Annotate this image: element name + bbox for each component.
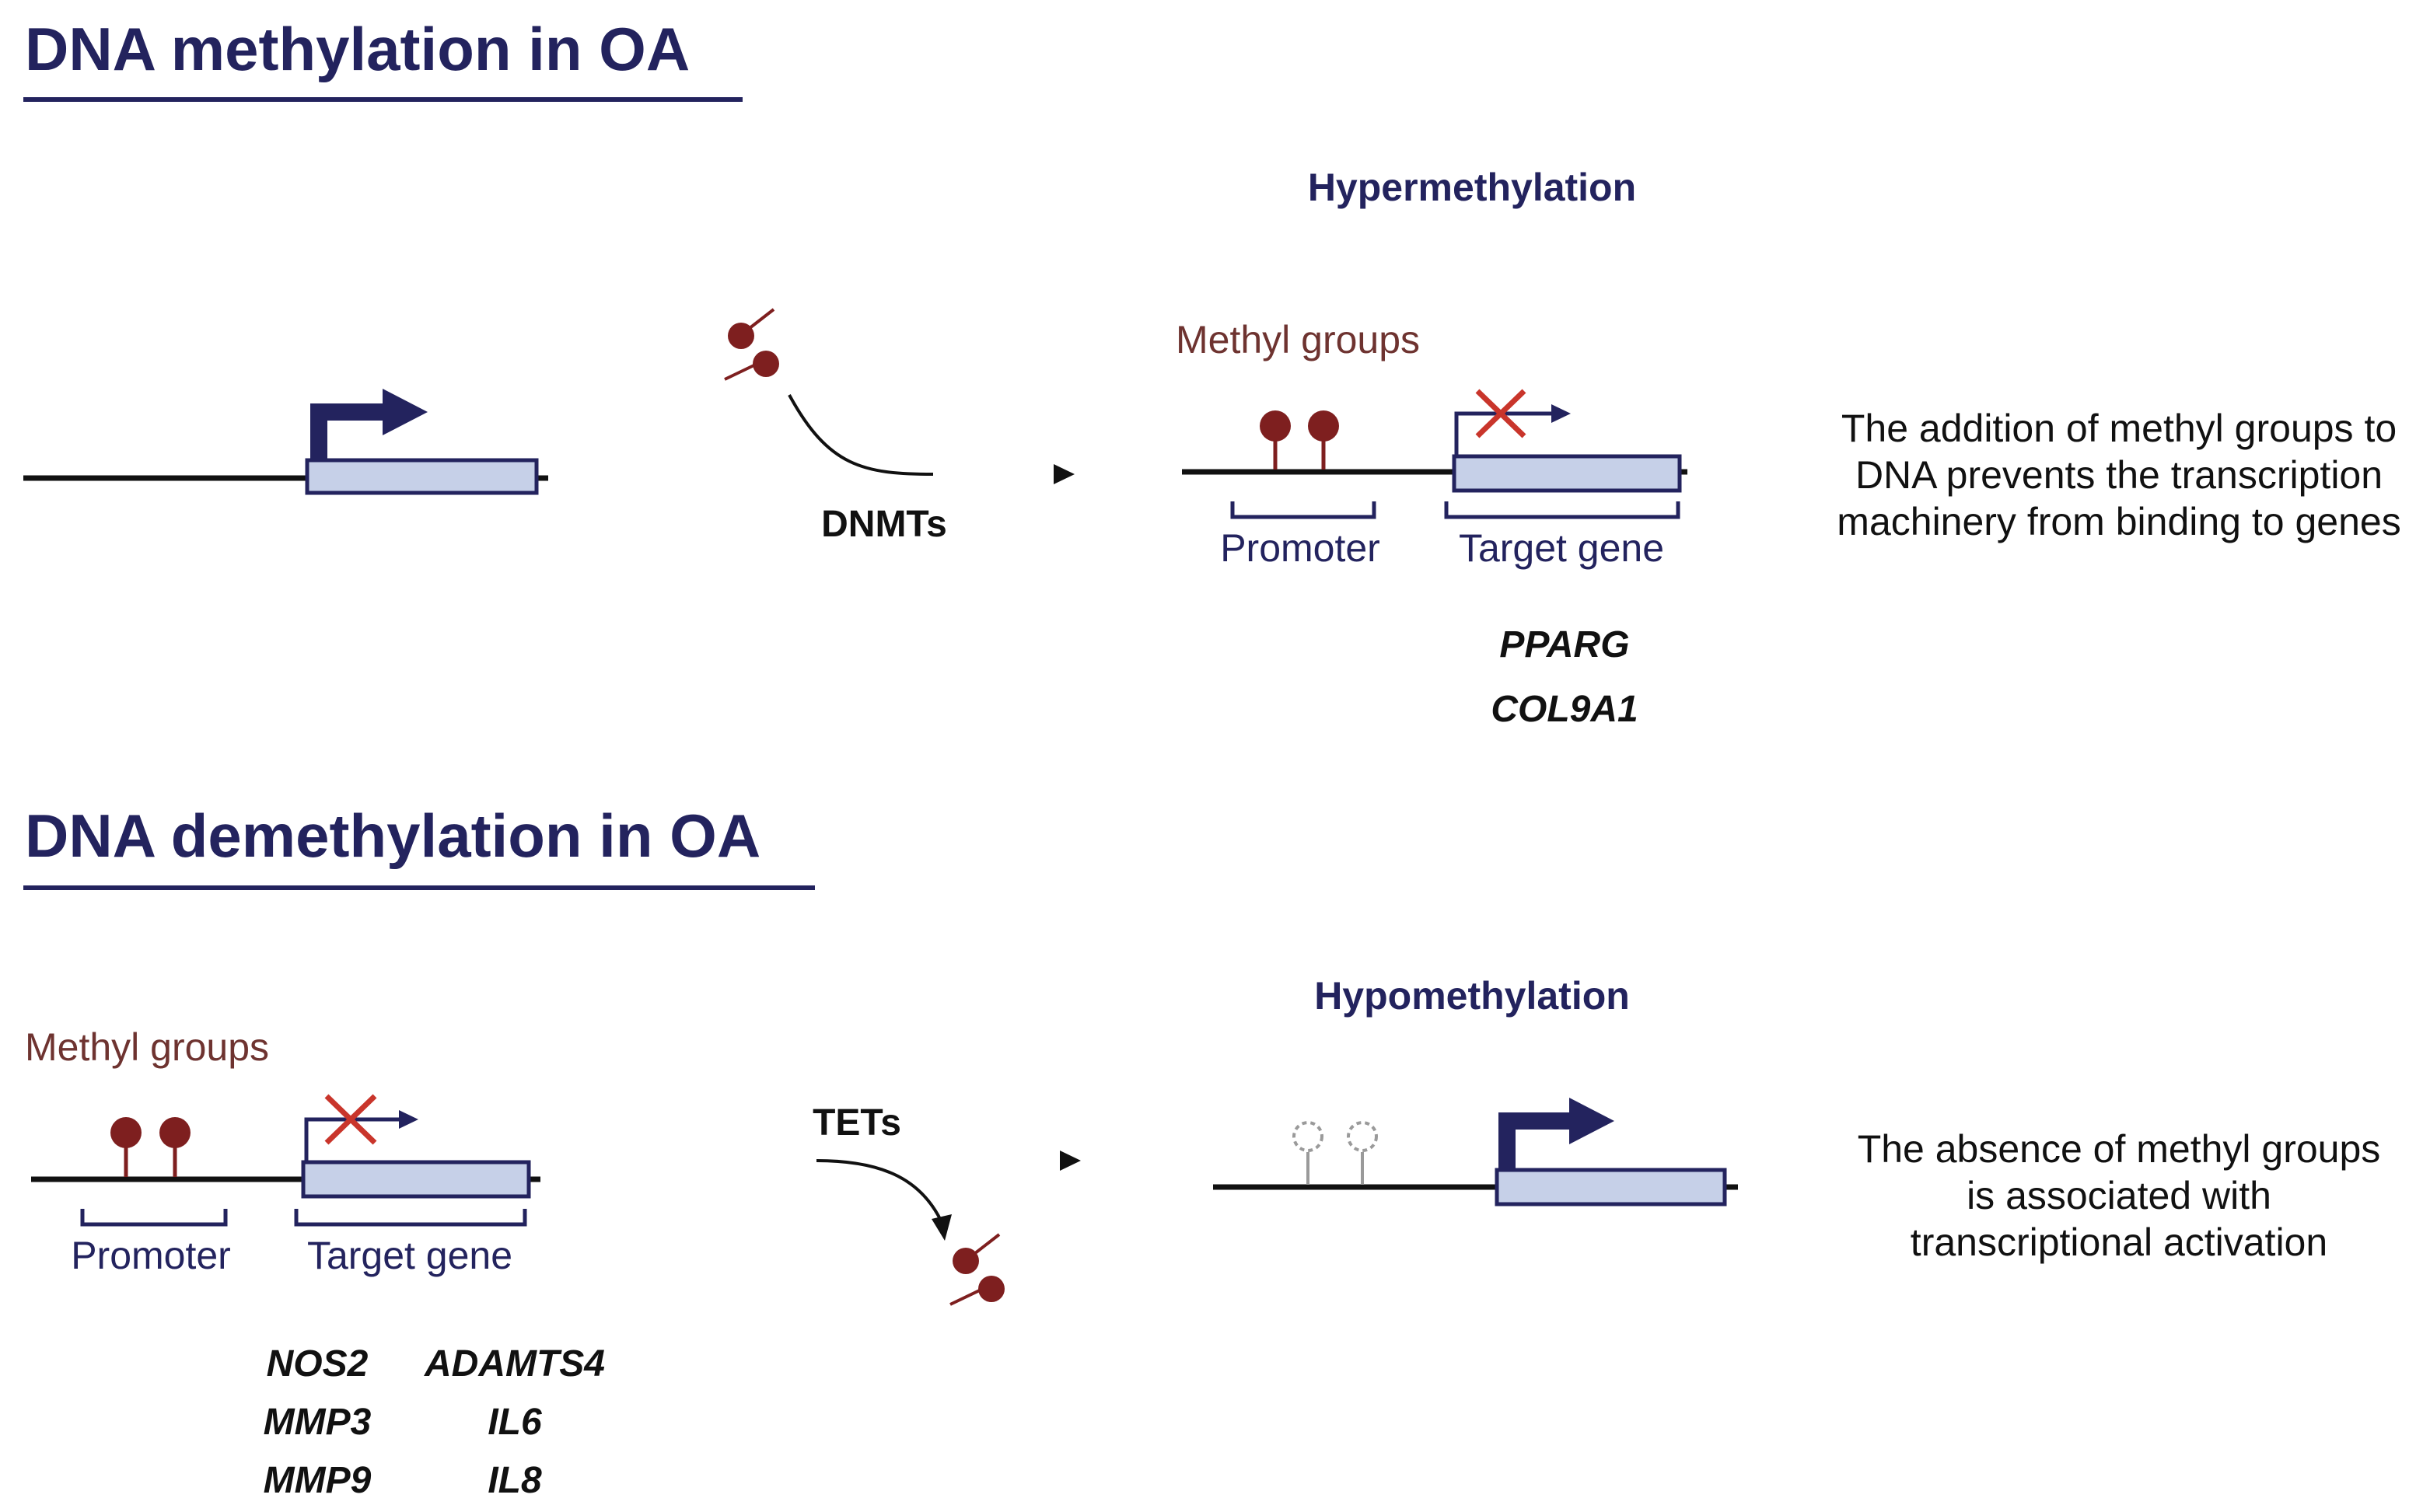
demethylation-heading: DNA demethylation in OA (25, 801, 760, 870)
methyl-group-icon (953, 1233, 1001, 1274)
methyl-group-icon (728, 308, 775, 349)
target-gene-label: Target gene (307, 1234, 512, 1277)
transcription-arrow-icon (1498, 1098, 1614, 1170)
demethylation-section: DNA demethylation in OA Methyl groups (23, 801, 2380, 1501)
tet-reaction-arrow: TETs (647, 1102, 1081, 1306)
gene-box (305, 458, 539, 495)
description-line: machinery from binding to genes (1837, 500, 2400, 543)
methylation-heading: DNA methylation in OA (25, 15, 690, 83)
methyl-groups-label: Methyl groups (25, 1025, 269, 1069)
promoter-label: Promoter (1220, 526, 1380, 570)
target-gene-bracket (294, 1209, 527, 1227)
blocked-transcription-icon (304, 1094, 418, 1162)
gene-name: NOS2 (267, 1343, 369, 1385)
hypomethylation-label: Hypomethylation (1314, 974, 1630, 1018)
methyl-group-icon (949, 1276, 1005, 1306)
methylation-section: DNA methylation in OA DNMTs (23, 15, 2401, 730)
methyl-group-icon (159, 1117, 191, 1177)
gene-name: IL6 (488, 1402, 542, 1443)
demethylation-description: The absence of methyl groups is associat… (1858, 1127, 2381, 1264)
methylation-description: The addition of methyl groups to DNA pre… (1837, 407, 2400, 543)
gene-name: COL9A1 (1491, 689, 1638, 730)
methyl-group-icon (724, 351, 779, 381)
dnmt-reaction-arrow: DNMTs (642, 308, 1075, 545)
transcription-arrow-icon (310, 389, 428, 460)
description-line: transcriptional activation (1911, 1220, 2327, 1264)
gene-name: IL8 (488, 1460, 542, 1501)
gene-name: PPARG (1499, 624, 1629, 665)
promoter-bracket (80, 1209, 228, 1227)
description-line: DNA prevents the transcription (1855, 453, 2383, 497)
methyl-groups-label: Methyl groups (1176, 318, 1420, 361)
methyl-outgoing-curve (816, 1159, 942, 1221)
promoter-label: Promoter (71, 1234, 231, 1277)
silenced-gene-diagram: Methyl groups Promoter Target gene NOS2 (25, 1025, 605, 1501)
gene-name: MMP3 (264, 1402, 372, 1443)
methyl-group-icon (1260, 410, 1291, 470)
target-gene-label: Target gene (1459, 526, 1664, 570)
methyl-group-icon (110, 1117, 142, 1177)
description-line: is associated with (1967, 1174, 2271, 1217)
silenced-gene-diagram: Methyl groups Promoter Target gene PPARG (1176, 318, 1687, 730)
methyl-incoming-curve (788, 394, 934, 476)
gene-box (1452, 454, 1682, 493)
gene-name: ADAMTS4 (424, 1343, 605, 1385)
gene-name: MMP9 (264, 1460, 372, 1501)
gene-box (301, 1160, 531, 1199)
active-gene-diagram (1213, 1098, 1738, 1206)
empty-methyl-site-icon (1347, 1121, 1378, 1185)
hypermethylation-label: Hypermethylation (1308, 166, 1636, 209)
blocked-transcription-icon (1454, 389, 1571, 456)
empty-methyl-site-icon (1292, 1121, 1323, 1185)
active-gene-diagram (23, 389, 548, 495)
gene-box (1495, 1168, 1727, 1206)
target-gene-bracket (1444, 501, 1680, 519)
methyl-group-icon (1308, 410, 1339, 470)
enzyme-label-dnmts: DNMTs (821, 504, 947, 545)
description-line: The absence of methyl groups (1858, 1127, 2381, 1171)
promoter-bracket (1230, 501, 1376, 519)
enzyme-label-tets: TETs (813, 1102, 901, 1144)
description-line: The addition of methyl groups to (1841, 407, 2397, 450)
